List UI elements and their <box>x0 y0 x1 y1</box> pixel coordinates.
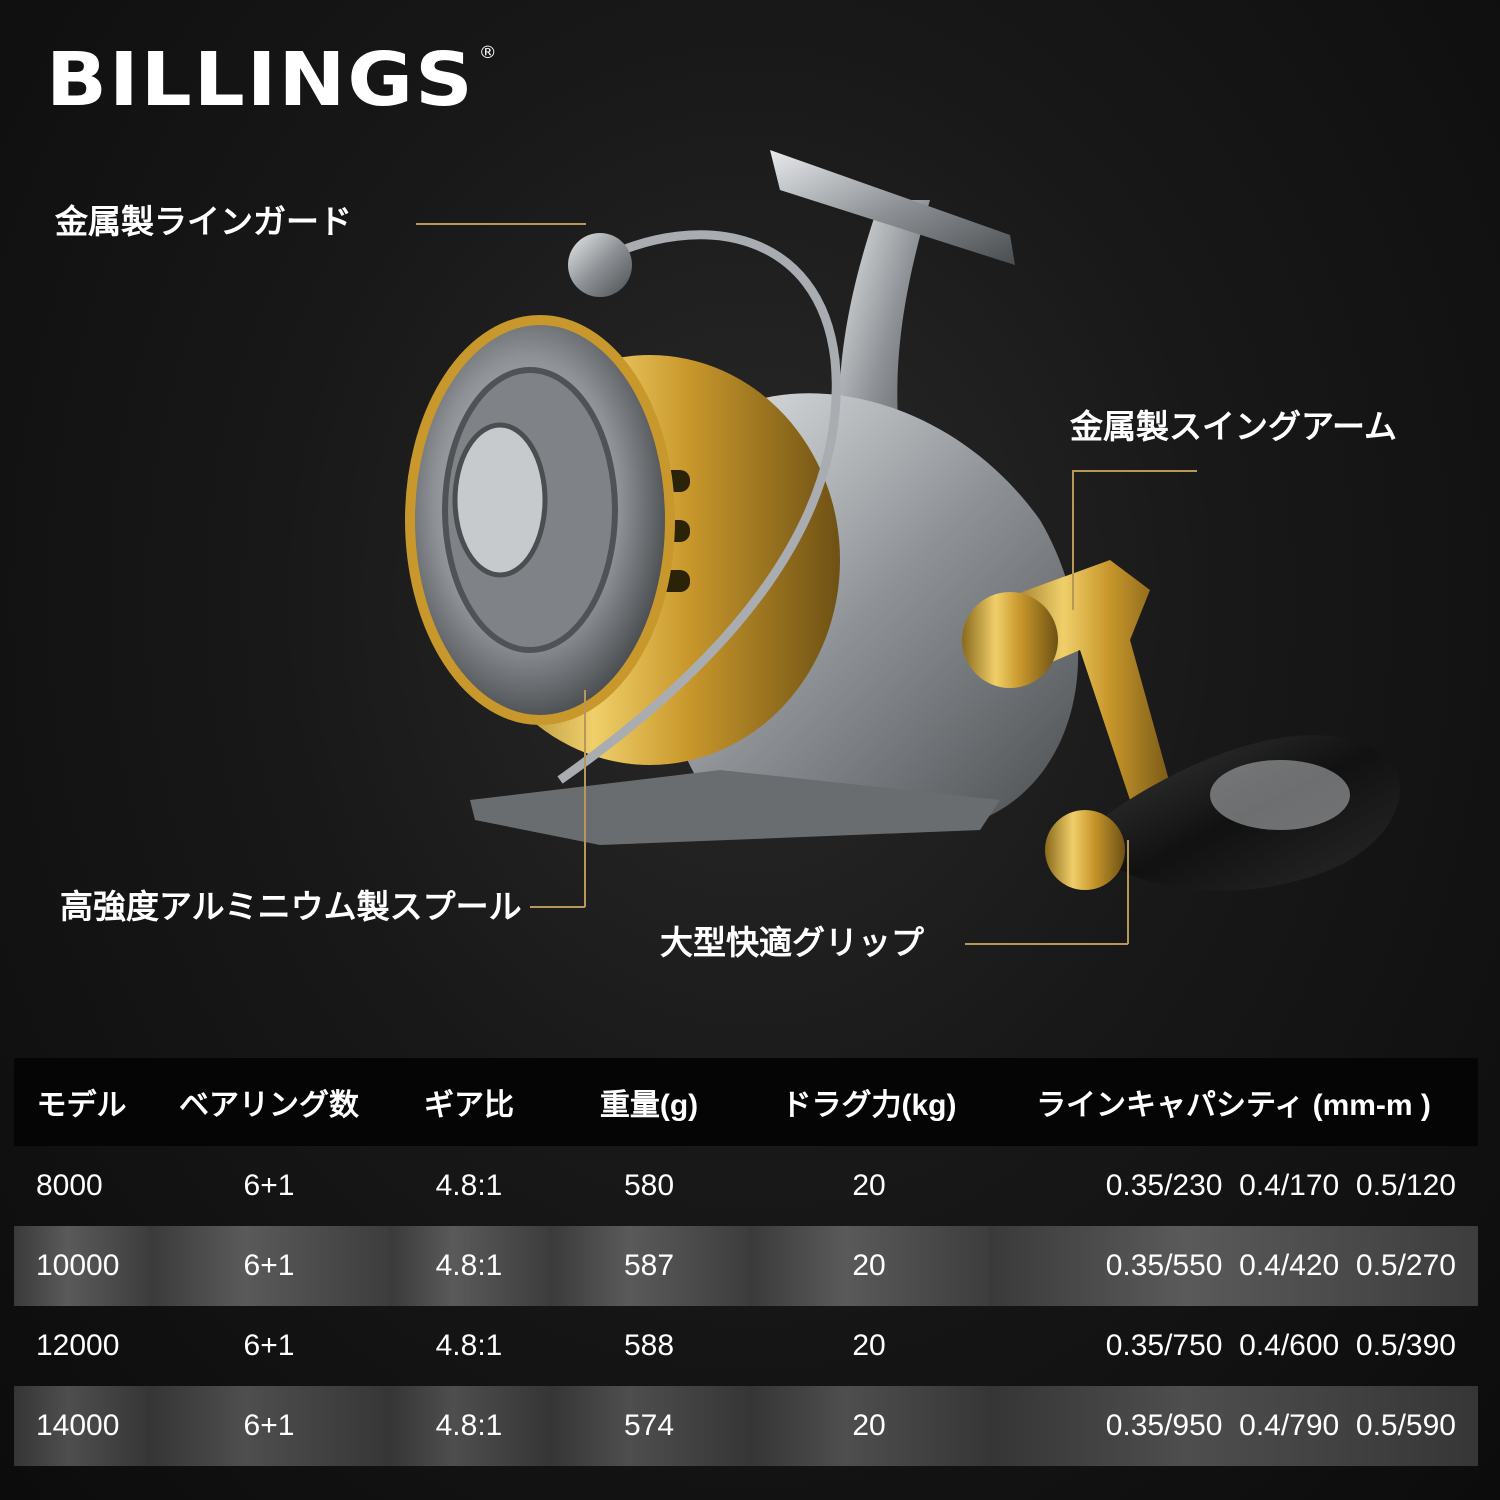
leader-line-grip <box>965 943 1128 945</box>
table-row: 8000 6+1 4.8:1 580 20 0.35/230 0.4/170 0… <box>14 1146 1478 1226</box>
leader-line-spool-vertical <box>584 690 586 907</box>
leader-line-line-guard <box>416 223 586 225</box>
table-row: 12000 6+1 4.8:1 588 20 0.35/750 0.4/600 … <box>14 1306 1478 1386</box>
header-drag: ドラグ力(kg) <box>749 1058 989 1146</box>
cell-gear-ratio: 4.8:1 <box>435 1169 503 1202</box>
cell-weight: 580 <box>623 1169 675 1202</box>
leader-line-grip-vertical <box>1127 840 1129 944</box>
reel-bail-base <box>470 770 1000 845</box>
cell-drag: 20 <box>749 1226 989 1306</box>
table-row: 10000 6+1 4.8:1 587 20 0.35/550 0.4/420 … <box>14 1226 1478 1306</box>
drag-knob <box>452 422 548 578</box>
cell-bearings: 6+1 <box>243 1169 295 1202</box>
callout-grip: 大型快適グリップ <box>660 923 924 962</box>
cell-bearings: 6+1 <box>149 1226 389 1306</box>
spec-table-header: モデル ベアリング数 ギア比 重量(g) ドラグ力(kg) ラインキャパシティ … <box>14 1058 1478 1146</box>
leader-line-swing-arm-vertical <box>1072 470 1074 610</box>
cell-model: 14000 <box>14 1386 149 1466</box>
brand-logo: BILLINGS® <box>46 36 499 123</box>
cell-model: 8000 <box>36 1169 103 1202</box>
cell-gear-ratio: 4.8:1 <box>389 1226 549 1306</box>
reel-foot <box>770 150 1015 265</box>
cell-line-capacity: 0.35/230 0.4/170 0.5/120 <box>1105 1169 1456 1202</box>
cell-line-capacity: 0.35/950 0.4/790 0.5/590 <box>989 1386 1478 1466</box>
cell-weight: 574 <box>549 1386 749 1466</box>
header-gear-ratio: ギア比 <box>389 1058 549 1146</box>
table-row: 14000 6+1 4.8:1 574 20 0.35/950 0.4/790 … <box>14 1386 1478 1466</box>
callout-spool: 高強度アルミニウム製スプール <box>60 887 522 926</box>
spec-table: モデル ベアリング数 ギア比 重量(g) ドラグ力(kg) ラインキャパシティ … <box>14 1058 1478 1466</box>
handle-pivot <box>962 592 1058 688</box>
cell-drag: 20 <box>852 1169 886 1202</box>
cell-line-capacity: 0.35/550 0.4/420 0.5/270 <box>989 1226 1478 1306</box>
cell-drag: 20 <box>749 1386 989 1466</box>
header-model: モデル <box>14 1058 149 1146</box>
cell-weight: 588 <box>623 1329 675 1362</box>
cell-gear-ratio: 4.8:1 <box>435 1329 503 1362</box>
header-bearings: ベアリング数 <box>149 1058 389 1146</box>
cell-drag: 20 <box>852 1329 886 1362</box>
cell-bearings: 6+1 <box>149 1386 389 1466</box>
fishing-reel-illustration <box>405 150 1400 891</box>
leader-line-swing-arm <box>1072 470 1197 472</box>
handle-knob-highlight <box>1210 760 1350 830</box>
header-line-capacity: ラインキャパシティ (mm-m ) <box>989 1058 1478 1146</box>
callout-swing-arm: 金属製スイングアーム <box>1070 407 1398 446</box>
cell-model: 12000 <box>36 1329 120 1362</box>
line-roller <box>568 233 632 297</box>
cell-line-capacity: 0.35/750 0.4/600 0.5/390 <box>1105 1329 1456 1362</box>
header-weight: 重量(g) <box>549 1058 749 1146</box>
cell-weight: 587 <box>549 1226 749 1306</box>
callout-line-guard: 金属製ラインガード <box>55 202 352 241</box>
cell-bearings: 6+1 <box>243 1329 295 1362</box>
cell-model: 10000 <box>14 1226 149 1306</box>
cell-gear-ratio: 4.8:1 <box>389 1386 549 1466</box>
handle-knob-cap <box>1045 810 1125 890</box>
bail-wire <box>557 230 841 784</box>
leader-line-spool <box>530 906 585 908</box>
